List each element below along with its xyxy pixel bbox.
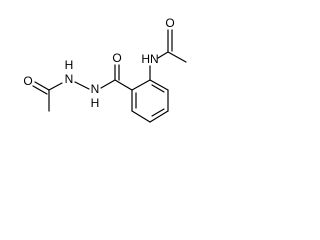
ring-bond-2 — [149, 79, 169, 91]
ring-bond-4 — [149, 110, 169, 123]
central-carbonyl-group — [100, 64, 133, 91]
benzene-ring — [131, 79, 169, 123]
left-acetyl-double-a — [34, 81, 50, 91]
hydrazide-nh-upper-label: H — [65, 58, 74, 72]
hydrazide-n-lower-label: N — [91, 82, 100, 96]
ring-bond-1 — [131, 79, 151, 91]
ring-double-inner-2 — [151, 108, 165, 117]
hydrazide-nh-lower-label: H — [91, 96, 100, 110]
acetyl-methyl-bond — [167, 51, 187, 63]
carbonyl-to-n-bond — [100, 79, 116, 89]
ring-bond-5 — [131, 110, 151, 123]
n-n-bond — [74, 81, 90, 90]
acetyl-oxygen-right-label: O — [165, 16, 174, 30]
chemical-structure-diagram: HN O O H N N H O — [0, 0, 220, 153]
amide-nh-label: HN — [141, 52, 158, 66]
nh-to-carbonyl-bond — [157, 51, 169, 59]
hydrazide-n-upper-label: N — [65, 72, 74, 86]
n-to-acetyl-bond — [48, 82, 63, 91]
carbonyl-oxygen-center-label: O — [112, 51, 121, 65]
left-acetyl-double-b — [32, 85, 48, 95]
acetyl-oxygen-left-label: O — [23, 74, 32, 88]
ring-to-carbonyl-bond — [114, 79, 133, 91]
acetamide-group — [149, 29, 187, 81]
structure-svg: HN O O H N N H O — [23, 16, 187, 123]
ring-double-inner-1 — [151, 84, 165, 93]
hydrazide-chain — [32, 81, 90, 112]
